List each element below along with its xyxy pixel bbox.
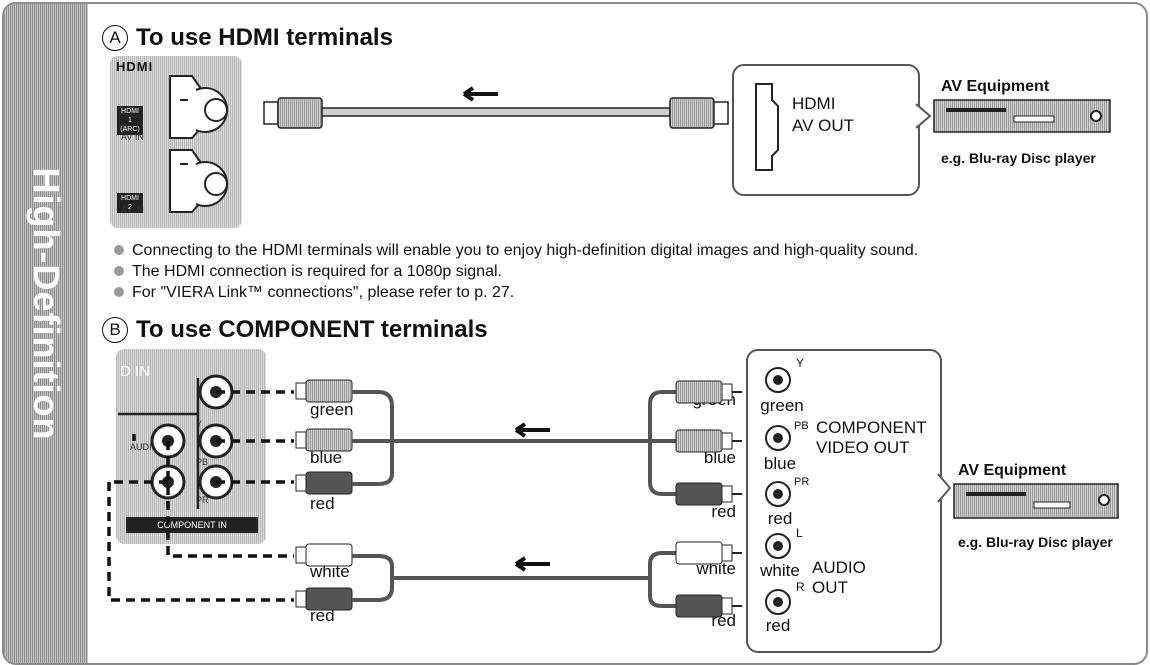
component-video-out-2: VIDEO OUT (816, 438, 910, 457)
out-jacks (765, 367, 791, 615)
video-direction-arrow-icon (514, 422, 550, 438)
left-label-blue: blue (310, 448, 343, 467)
hdmi-out-port-icon (755, 83, 779, 171)
equipment-a-example: e.g. Blu-ray Disc player (941, 150, 1096, 166)
jack-label-blue: blue (763, 454, 797, 473)
panel-bottom-label: COMPONENT IN (126, 517, 258, 533)
video-plug-left-green (295, 379, 353, 403)
section-b-letter: B (102, 317, 128, 343)
component-video-out-1: COMPONENT (816, 418, 927, 437)
section-a-title: To use HDMI terminals (136, 24, 393, 51)
jack-label-green: green (760, 396, 804, 415)
section-a-letter: A (102, 25, 128, 51)
left-label-green: green (310, 400, 354, 419)
component-panel: D IN AUDIO Y PB PR COMPONENT IN (116, 349, 266, 544)
note-item: The HDMI connection is required for a 10… (114, 261, 918, 282)
audio-plug-right-white (675, 541, 742, 565)
section-b-heading: B To use COMPONENT terminals (102, 316, 488, 344)
equipment-a-title: AV Equipment (941, 78, 1050, 95)
panel-audio-text: AUDIO (130, 442, 159, 452)
hdmi2-tag: HDMI 2 (117, 193, 143, 213)
section-b-title: To use COMPONENT terminals (136, 316, 488, 343)
hdmi2-sub: AV IN (121, 205, 144, 215)
jack-mark-y: Y (796, 356, 805, 370)
notes-list: Connecting to the HDMI terminals will en… (114, 240, 918, 303)
bullet-icon (114, 266, 124, 276)
left-label-red: red (310, 494, 335, 513)
right-plug-label-red: red (711, 502, 736, 521)
video-plug-right-red (675, 482, 742, 506)
video-plug-right-green (675, 380, 742, 404)
jack-mark-pr: PR (794, 476, 810, 488)
dashed-connection-lines (107, 390, 294, 602)
av-equipment-a-icon (933, 99, 1111, 133)
section-a-heading: A To use HDMI terminals (102, 24, 393, 52)
panel-pr-mark: PR (196, 495, 209, 505)
jack-mark-pb: PB (794, 420, 809, 432)
audio-out-1: AUDIO (812, 558, 866, 577)
right-plug-label-blue: blue (703, 448, 736, 467)
audio-cable (352, 551, 676, 608)
video-plug-left-red (295, 471, 353, 495)
bullet-icon (114, 287, 124, 297)
audio-plug-left-red (295, 587, 353, 611)
jack-label-red-audio: red (765, 616, 791, 635)
note-item: For "VIERA Link™ connections", please re… (114, 282, 918, 303)
note-item: Connecting to the HDMI terminals will en… (114, 240, 918, 261)
hdmi1-port-icon (169, 75, 229, 139)
panel-in-text: D IN (120, 363, 150, 380)
hdmi-cable (263, 97, 729, 129)
audio-out-2: OUT (812, 578, 848, 597)
equipment-b-title: AV Equipment (958, 462, 1067, 479)
video-plug-right-blue (675, 429, 742, 453)
direction-arrow-icon (462, 86, 498, 102)
hdmi-out-line2: AV OUT (792, 116, 855, 135)
side-tab: High-Definition (4, 4, 88, 663)
hdmi1-tag: HDMI 1 (ARC) (117, 106, 143, 135)
left-label-white: white (310, 562, 350, 581)
av-equipment-b-icon (953, 483, 1119, 519)
audio-plug-right-red (675, 594, 742, 618)
audio-plug-left-white (295, 543, 353, 567)
equipment-b-example: e.g. Blu-ray Disc player (958, 534, 1113, 550)
left-label-red-audio: red (310, 606, 335, 625)
audio-direction-arrow-icon (514, 556, 550, 572)
video-plug-left-blue (295, 428, 353, 452)
hdmi1-sub: AV IN (121, 132, 144, 142)
panel-pb-mark: PB (196, 457, 209, 467)
jack-label-white: white (760, 561, 800, 580)
hdmi-logo: HDMI (116, 59, 154, 74)
hdmi2-port-icon (169, 149, 229, 213)
bullet-icon (114, 245, 124, 255)
hdmi-out-line1: HDMI (792, 94, 836, 113)
jack-mark-r: R (796, 580, 805, 594)
video-cable (352, 390, 676, 496)
jack-mark-l: L (796, 526, 803, 540)
jack-label-red: red (767, 509, 793, 528)
connection-diagram (107, 75, 1119, 618)
